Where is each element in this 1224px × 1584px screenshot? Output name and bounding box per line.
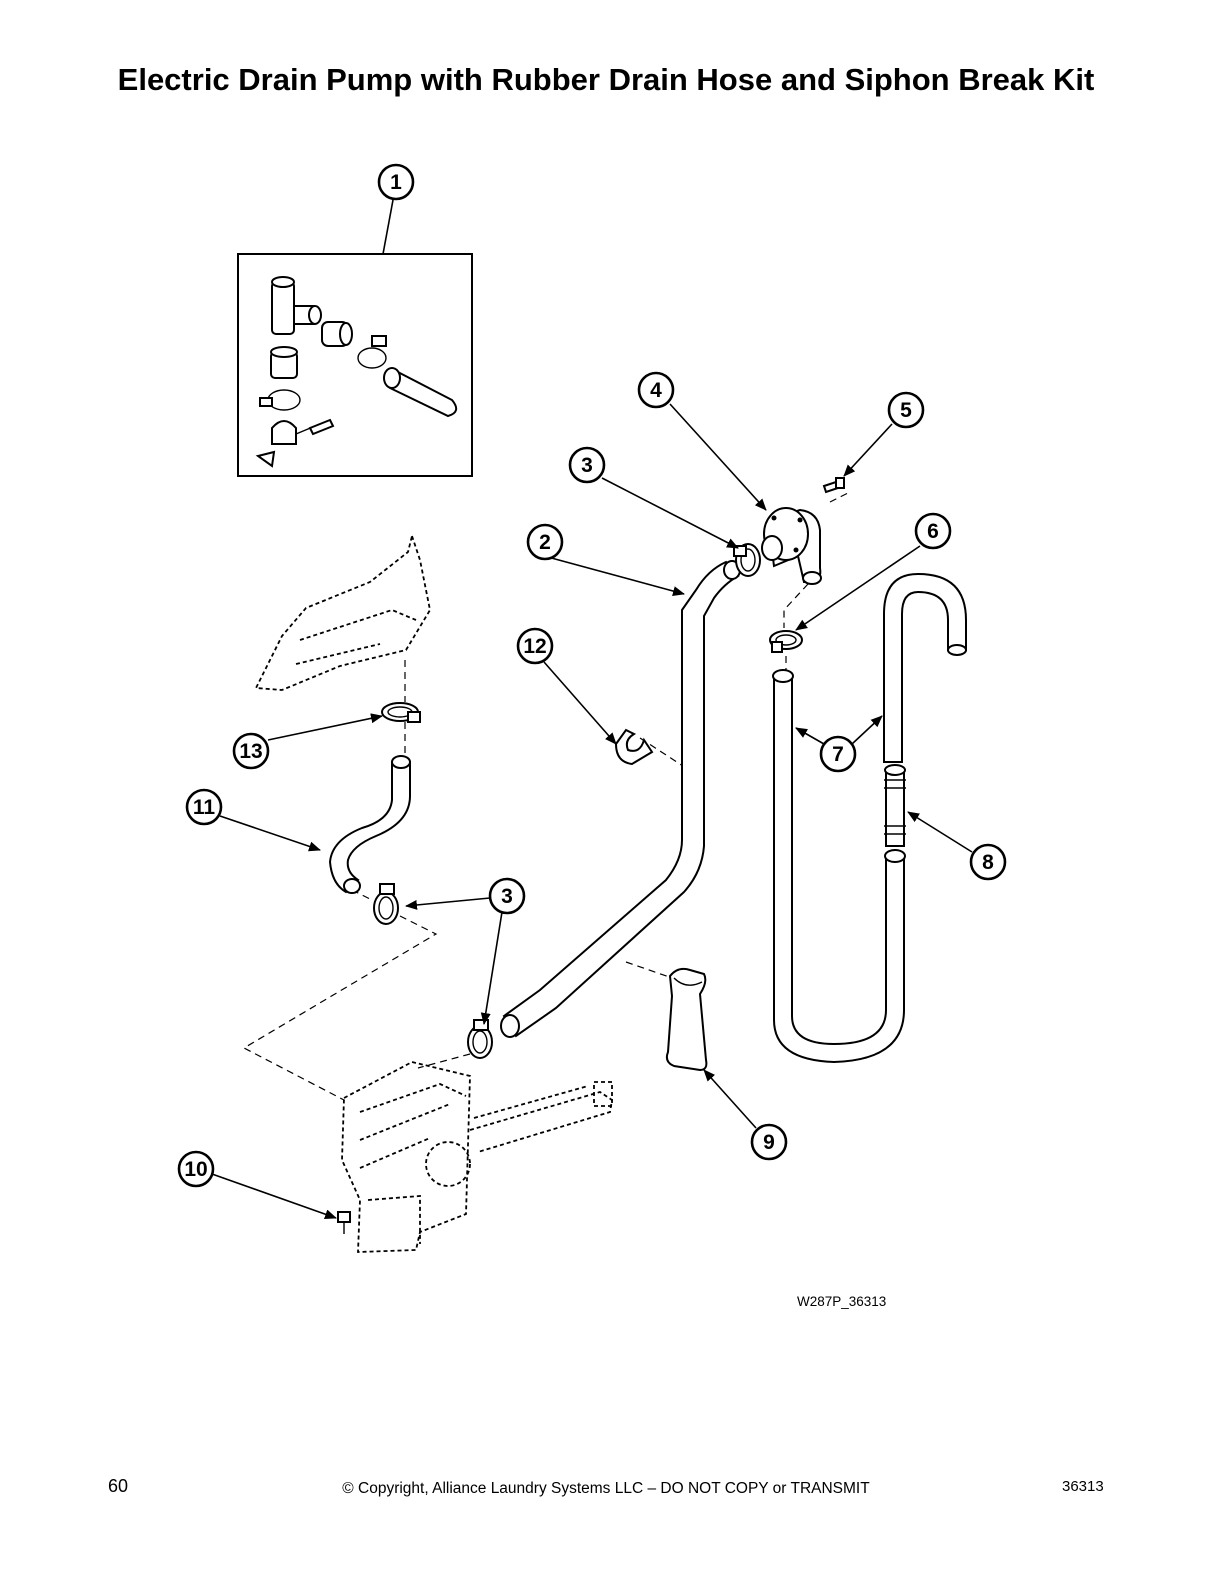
callout-10: 10 xyxy=(177,1150,215,1188)
svg-text:3: 3 xyxy=(581,454,593,477)
drain-pump-phantom xyxy=(341,1061,613,1253)
clamp-part-3-pump xyxy=(467,1019,493,1059)
clamp-part-3-top xyxy=(733,543,761,577)
callout-4: 4 xyxy=(637,371,675,409)
callout-8: 8 xyxy=(969,843,1007,881)
drawing-id: W287P_36313 xyxy=(797,1294,887,1309)
callout-3-top: 3 xyxy=(568,446,606,484)
hose-part-7 xyxy=(772,572,967,1064)
document-number: 36313 xyxy=(1062,1478,1104,1495)
clamp-part-6 xyxy=(769,630,803,653)
bolt-part-10 xyxy=(337,1211,351,1234)
clamp-part-3-lower xyxy=(373,883,399,925)
page-number: 60 xyxy=(108,1476,129,1496)
siphon-break-kit-inset xyxy=(237,253,473,477)
svg-text:8: 8 xyxy=(982,851,994,874)
svg-text:3: 3 xyxy=(501,885,513,908)
assembly-lines xyxy=(242,491,851,1101)
connector-part-8 xyxy=(884,764,906,847)
svg-text:5: 5 xyxy=(900,399,912,422)
leader-lines xyxy=(211,199,973,1220)
svg-text:2: 2 xyxy=(539,531,551,554)
svg-text:11: 11 xyxy=(193,796,216,819)
svg-text:12: 12 xyxy=(523,635,546,658)
bracket-part-9 xyxy=(665,967,708,1072)
callout-7: 7 xyxy=(819,735,857,773)
callout-13: 13 xyxy=(232,732,270,770)
callout-12: 12 xyxy=(516,627,554,665)
callout-5: 5 xyxy=(887,391,925,429)
hose-part-11 xyxy=(328,755,411,894)
page-title: Electric Drain Pump with Rubber Drain Ho… xyxy=(117,62,1095,97)
svg-text:10: 10 xyxy=(184,1158,207,1181)
adapter-part-4 xyxy=(761,507,822,585)
clamp-part-13 xyxy=(381,702,421,723)
callout-6: 6 xyxy=(914,512,952,550)
tub-cover-phantom xyxy=(254,532,431,691)
callout-1: 1 xyxy=(377,163,415,201)
callout-3-lower: 3 xyxy=(488,877,526,915)
clip-part-12 xyxy=(614,728,654,766)
svg-text:6: 6 xyxy=(927,520,939,543)
svg-text:4: 4 xyxy=(650,379,662,402)
callout-9: 9 xyxy=(750,1123,788,1161)
copyright-notice: © Copyright, Alliance Laundry Systems LL… xyxy=(342,1480,870,1497)
callout-11: 11 xyxy=(185,788,223,826)
svg-text:7: 7 xyxy=(832,743,844,766)
drain-hose-part-2 xyxy=(500,560,741,1038)
screw-part-5 xyxy=(822,477,845,494)
svg-text:13: 13 xyxy=(239,740,262,763)
callout-2: 2 xyxy=(526,523,564,561)
svg-text:1: 1 xyxy=(390,171,402,194)
svg-text:9: 9 xyxy=(763,1131,775,1154)
